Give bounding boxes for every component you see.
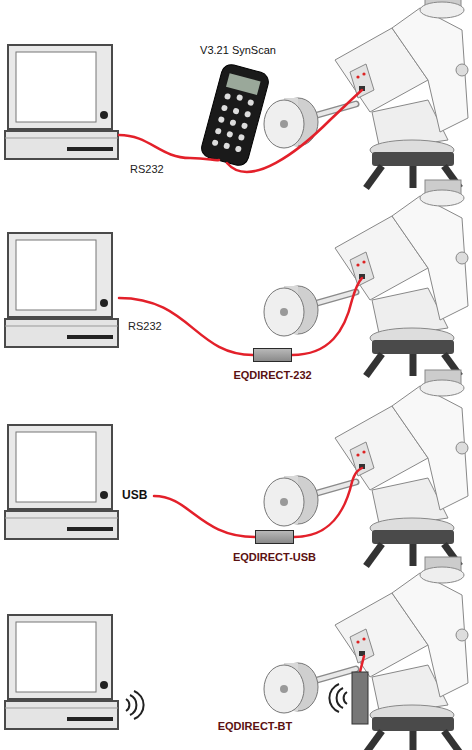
controller-key <box>221 104 228 111</box>
adapter-shape <box>253 348 292 362</box>
laptop <box>5 45 118 159</box>
controller-key <box>226 131 233 138</box>
hand-controller <box>199 62 270 167</box>
serial-cable <box>119 298 253 355</box>
wave <box>126 699 129 711</box>
controller-key <box>229 119 236 126</box>
controller-key <box>247 99 254 106</box>
controller-key <box>218 116 225 123</box>
controller-key <box>223 142 230 149</box>
controller-key <box>211 139 218 146</box>
mount-cable <box>227 90 362 172</box>
port-label: USB <box>122 488 147 502</box>
controller-area <box>208 57 268 157</box>
adapter-label: EQDIRECT-USB <box>233 551 316 564</box>
controller-key <box>238 134 245 141</box>
adapter-label: EQDIRECT-BT <box>218 720 293 733</box>
telescope-mount <box>264 180 468 376</box>
adapter-shape <box>255 530 294 544</box>
hand-controller-node: V3.21 SynScan <box>200 44 276 157</box>
cables <box>119 90 364 672</box>
wave <box>344 692 347 704</box>
telescope-mount <box>264 557 468 750</box>
wave <box>337 688 343 708</box>
wave <box>329 684 339 712</box>
controller-key <box>215 128 222 135</box>
adapter-box: EQDIRECT-USB <box>233 530 316 564</box>
serial-cable <box>119 135 219 160</box>
dongle-cable <box>360 656 364 672</box>
controller-body <box>199 62 270 167</box>
mount-cable <box>292 278 362 355</box>
controller-key <box>224 93 231 100</box>
wireless-waves <box>329 684 347 712</box>
laptop <box>5 233 118 347</box>
device-label: V3.21 SynScan <box>200 44 276 57</box>
mount-cable <box>294 468 362 537</box>
laptop <box>5 425 118 539</box>
usb-cable <box>154 496 255 537</box>
wave <box>130 695 136 715</box>
controller-screen <box>226 73 261 95</box>
adapter-box: EQDIRECT-232 <box>233 348 311 382</box>
adapter-label: EQDIRECT-232 <box>233 369 311 382</box>
laptop <box>5 615 118 729</box>
telescope-mount <box>264 0 468 188</box>
wave <box>134 691 144 719</box>
controller-key <box>235 145 242 152</box>
port-label: RS232 <box>128 320 162 333</box>
bluetooth-dongle <box>352 672 368 724</box>
port-label: RS232 <box>130 163 164 176</box>
controller-key <box>241 122 248 129</box>
telescope-mount <box>264 370 468 566</box>
controller-key <box>236 94 243 101</box>
wireless-waves <box>126 691 144 719</box>
controller-key <box>232 107 239 114</box>
controller-key <box>244 111 251 118</box>
